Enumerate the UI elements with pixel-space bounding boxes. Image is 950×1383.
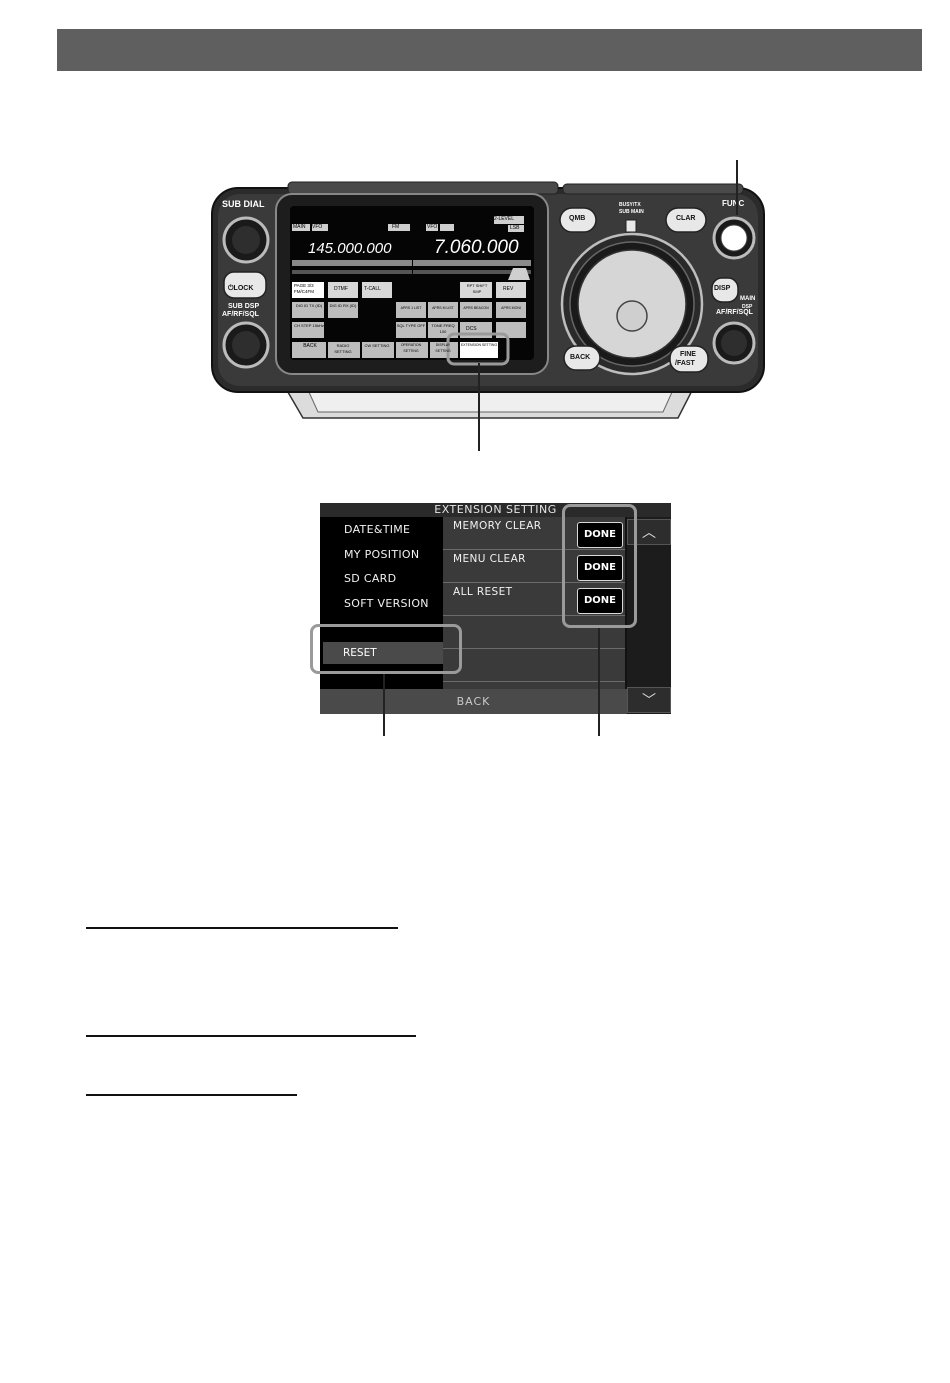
lock-label: ⏻LOCK: [228, 285, 254, 292]
panel-back-button[interactable]: BACK: [320, 689, 627, 714]
back-hard-button[interactable]: [563, 345, 601, 371]
qmb-button[interactable]: [559, 207, 597, 233]
screen-vfo-left: VFO: [312, 224, 323, 230]
all-reset-done-button[interactable]: DONE: [577, 588, 623, 614]
fine-label: FINE: [680, 351, 696, 358]
memory-clear-done-button[interactable]: DONE: [577, 522, 623, 548]
screen-btn-aprs-moni[interactable]: APRS MONI: [501, 306, 521, 310]
sub-af-rf-sql-label: AF/RF/SQL: [222, 311, 259, 318]
screen-btn-sql-type[interactable]: SQL TYPE OFF: [396, 323, 426, 328]
screen-mode-right: LSB: [510, 225, 520, 231]
option-row-empty-1: [443, 616, 625, 649]
underline-rule-1: [86, 927, 398, 929]
sub-main-label: SUB MAIN: [619, 209, 644, 215]
main-dsp-tag: DSP: [742, 304, 753, 310]
screen-btn-tone-freq[interactable]: TONE FREQ 100: [431, 323, 455, 334]
qmb-label: QMB: [569, 215, 586, 222]
main-label: MAIN: [740, 296, 756, 302]
all-reset-label: ALL RESET: [453, 586, 513, 598]
done-buttons-highlight-box: [562, 504, 637, 628]
screen-btn-aprs-mlist[interactable]: APRS M LIST: [432, 306, 454, 310]
main-af-rf-sql-label: AF/RF/SQL: [716, 309, 753, 316]
option-row-memory-clear: MEMORY CLEAR: [443, 517, 625, 550]
clar-button[interactable]: [665, 207, 707, 233]
menu-clear-label: MENU CLEAR: [453, 553, 526, 565]
menu-clear-done-button[interactable]: DONE: [577, 555, 623, 581]
leader-extension: [478, 363, 480, 451]
screen-btn-ch-step[interactable]: CH STEP 15kHz: [294, 323, 324, 328]
leader-func: [736, 160, 738, 215]
disp-label: DISP: [714, 285, 731, 292]
screen-btn-aprs-beacon[interactable]: APRS BEACON: [463, 306, 489, 310]
screen-vfo-right: VFO: [427, 224, 438, 230]
screen-btn-dcs[interactable]: DCS: [466, 326, 477, 332]
screen-btn-radio-setting[interactable]: RADIO SETTING: [334, 343, 352, 354]
screen-btn-rpt[interactable]: RPT SHIFT SMP: [466, 283, 488, 294]
reset-highlight-box: [310, 624, 462, 674]
busy-tx-label: BUSY/TX: [619, 202, 641, 208]
screen-btn-dig-rx[interactable]: DIG ID RX (ID): [329, 303, 357, 308]
list-item-reset[interactable]: RESET: [323, 642, 445, 664]
screen-btn-extension-setting[interactable]: EXTENSION SETTING: [460, 343, 498, 347]
screen-btn-back[interactable]: BACK: [303, 343, 317, 349]
sub-dial-label: SUB DIAL: [222, 199, 265, 209]
screen-freq-right: 7.060.000: [434, 237, 519, 258]
screen-btn-dig-tx[interactable]: DIG ID TX (ID): [295, 303, 323, 308]
disp-button[interactable]: [711, 277, 739, 303]
list-item-date-time[interactable]: DATE&TIME: [344, 523, 411, 536]
screen-freq-left: 145.000.000: [308, 240, 392, 257]
screen-btn-rev[interactable]: REV: [503, 286, 514, 292]
memory-clear-label: MEMORY CLEAR: [453, 520, 542, 532]
func-label: FUNC: [722, 199, 745, 208]
section-header-bar: [57, 29, 922, 71]
screen-fm: FM: [392, 224, 400, 230]
screen-btn-cw-setting[interactable]: CW SETTING: [364, 343, 390, 348]
clar-label: CLAR: [676, 215, 696, 222]
screen-btn-operation-setting[interactable]: OPERATION SETTING: [400, 343, 422, 353]
underline-rule-2: [86, 1035, 416, 1037]
scroll-down-button[interactable]: ﹀: [627, 687, 671, 713]
fine-fast-button[interactable]: [669, 345, 709, 373]
screen-btn-display-setting[interactable]: DISPLAY SETTING: [435, 343, 451, 353]
option-row-menu-clear: MENU CLEAR: [443, 550, 625, 583]
screen-btn-aprs-list[interactable]: APRS 1 LIST: [400, 306, 422, 310]
list-item-soft-version[interactable]: SOFT VERSION: [344, 597, 429, 610]
sub-af-label: SUB DSP: [228, 303, 260, 310]
leader-done: [598, 628, 600, 736]
extension-setting-screen: EXTENSION SETTING DATE&TIME MY POSITION …: [320, 503, 671, 714]
screen-btn-page[interactable]: PAGE 3/3 FM/C4FM: [294, 283, 314, 294]
option-row-empty-2: [443, 649, 625, 682]
option-row-all-reset: ALL RESET: [443, 583, 625, 616]
back-hard-label: BACK: [570, 354, 591, 361]
screen-sub-mode: MAIN: [293, 224, 306, 230]
list-item-sd-card[interactable]: SD CARD: [344, 572, 397, 585]
leader-reset: [383, 674, 385, 736]
screen-level: 2-LEVEL: [494, 216, 515, 222]
screen-btn-tcall[interactable]: T-CALL: [364, 286, 381, 292]
screen-btn-dtmf[interactable]: DTMF: [334, 286, 348, 292]
lock-button[interactable]: [223, 271, 267, 299]
list-item-my-position[interactable]: MY POSITION: [344, 548, 420, 561]
fast-label: /FAST: [675, 360, 695, 367]
radio-front-panel: [211, 181, 765, 419]
underline-rule-3: [86, 1094, 297, 1096]
